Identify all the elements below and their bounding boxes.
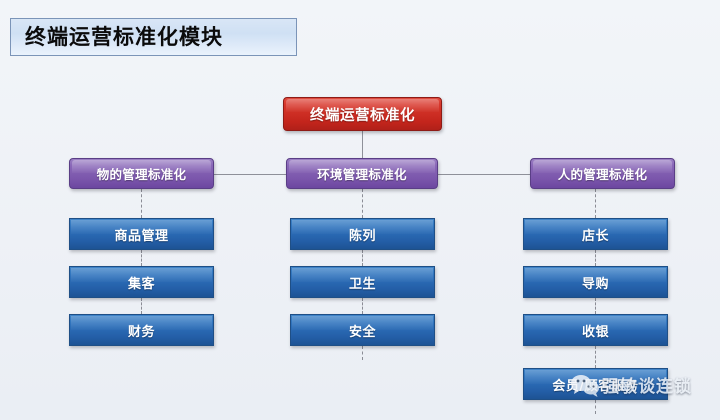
node-branch-environment-label: 环境管理标准化: [317, 167, 407, 182]
node-leaf-customer-gathering-label: 集客: [127, 276, 155, 292]
connector-right-c1-to-c2: [595, 250, 596, 266]
node-branch-people[interactable]: 人的管理标准化: [530, 158, 675, 189]
page-title-box: 终端运营标准化模块: [10, 18, 297, 56]
node-leaf-member-service[interactable]: 会员/顾客服务: [523, 368, 668, 400]
connector-left-c1-to-c2: [141, 250, 142, 266]
node-leaf-sales-guide[interactable]: 导购: [523, 266, 668, 298]
node-leaf-member-service-label: 会员/顾客服务: [552, 378, 639, 394]
connector-left-b-to-c1: [141, 189, 142, 218]
connector-right-c2-to-c3: [595, 298, 596, 314]
connector-middle-c2-to-c3: [362, 298, 363, 314]
node-root[interactable]: 终端运营标准化: [283, 97, 442, 131]
node-branch-goods-label: 物的管理标准化: [96, 167, 187, 182]
connector-left-c2-to-c3: [141, 298, 142, 314]
node-leaf-safety-label: 安全: [348, 324, 376, 340]
node-root-label: 终端运营标准化: [310, 107, 415, 124]
connector-right-c3-to-c4: [595, 346, 596, 368]
connector-right-b-to-c1: [595, 189, 596, 218]
node-branch-people-label: 人的管理标准化: [557, 167, 648, 182]
node-leaf-store-manager[interactable]: 店长: [523, 218, 668, 250]
connector-spine-right: [438, 174, 530, 175]
node-leaf-store-manager-label: 店长: [581, 228, 609, 244]
connector-right-c4-tail: [595, 400, 596, 414]
page-title: 终端运营标准化模块: [25, 24, 223, 49]
node-leaf-sales-guide-label: 导购: [581, 276, 609, 292]
node-branch-environment[interactable]: 环境管理标准化: [286, 158, 438, 189]
node-branch-goods[interactable]: 物的管理标准化: [69, 158, 214, 189]
node-leaf-customer-gathering[interactable]: 集客: [69, 266, 214, 298]
connector-middle-c3-tail: [362, 346, 363, 360]
node-leaf-hygiene[interactable]: 卫生: [290, 266, 435, 298]
node-leaf-goods-management-label: 商品管理: [114, 228, 169, 244]
connector-spine-left: [214, 174, 286, 175]
node-leaf-finance-label: 财务: [127, 324, 155, 340]
connector-root-to-middle: [362, 131, 363, 161]
node-leaf-cashier-label: 收银: [581, 324, 609, 340]
node-leaf-safety[interactable]: 安全: [290, 314, 435, 346]
node-leaf-goods-management[interactable]: 商品管理: [69, 218, 214, 250]
node-leaf-display-label: 陈列: [348, 228, 376, 244]
node-leaf-hygiene-label: 卫生: [348, 276, 376, 292]
connector-middle-c1-to-c2: [362, 250, 363, 266]
connector-middle-b-to-c1: [362, 189, 363, 218]
node-leaf-display[interactable]: 陈列: [290, 218, 435, 250]
node-leaf-finance[interactable]: 财务: [69, 314, 214, 346]
node-leaf-cashier[interactable]: 收银: [523, 314, 668, 346]
